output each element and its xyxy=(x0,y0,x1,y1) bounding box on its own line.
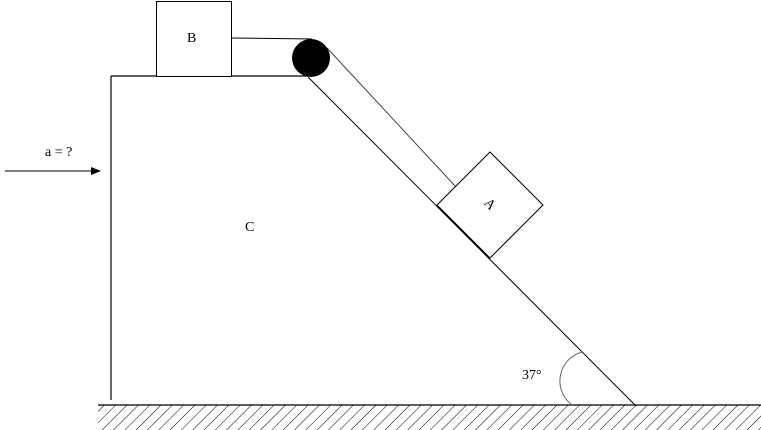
rope-inclined xyxy=(326,47,457,188)
block-b xyxy=(156,1,232,77)
rope-horizontal xyxy=(231,37,313,40)
acceleration-label: a = ? xyxy=(45,145,73,160)
angle-arc xyxy=(559,351,583,406)
block-a xyxy=(436,151,544,259)
angle-label: 37° xyxy=(522,368,542,383)
block-b-label: B xyxy=(187,31,197,46)
ground-hatching xyxy=(98,405,761,430)
wedge-c-label: C xyxy=(245,220,255,235)
block-a-contact xyxy=(436,205,491,260)
pulley xyxy=(292,39,330,77)
